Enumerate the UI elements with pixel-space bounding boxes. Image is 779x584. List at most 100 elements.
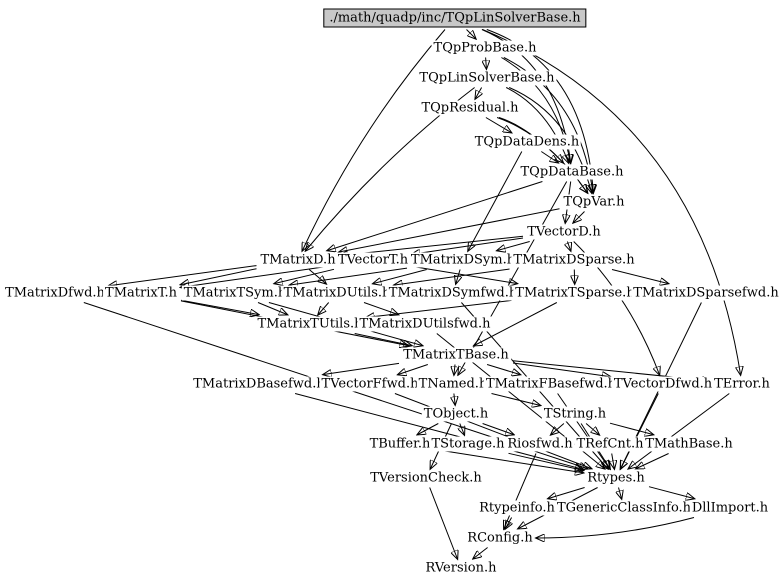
graph-node-matrixt[interactable]: TMatrixT.h <box>103 285 179 301</box>
include-edge <box>257 302 287 315</box>
include-edge <box>512 362 610 377</box>
include-edge <box>454 364 455 375</box>
include-edge <box>302 29 446 251</box>
include-edge <box>491 393 541 406</box>
graph-node-matrixdutils[interactable]: TMatrixDUtils.h <box>281 285 393 301</box>
include-edge <box>294 393 583 470</box>
include-edge <box>537 517 695 539</box>
include-edge <box>508 452 584 470</box>
include-edge <box>619 487 622 499</box>
include-edge <box>474 302 558 346</box>
graph-node-probbase[interactable]: TQpProbBase.h <box>431 40 539 56</box>
include-edge <box>363 302 398 315</box>
include-edge <box>275 268 335 283</box>
graph-root-node[interactable]: ./math/quadp/inc/TQpLinSolverBase.h <box>323 8 587 28</box>
graph-node-matrixtsparse[interactable]: TMatrixTSparse.h <box>513 285 637 301</box>
include-edge <box>180 299 258 314</box>
graph-node-database[interactable]: TQpDataBase.h <box>518 164 626 180</box>
include-edge <box>548 487 585 499</box>
graph-node-qpvar[interactable]: TQpVar.h <box>561 194 627 210</box>
include-edge <box>429 487 458 559</box>
include-edge <box>551 423 565 435</box>
include-edge <box>578 181 587 193</box>
include-edge <box>504 453 537 529</box>
include-edge <box>395 268 510 285</box>
graph-node-tstring[interactable]: TString.h <box>541 406 609 422</box>
include-edge <box>398 364 428 375</box>
include-edge <box>485 117 511 133</box>
graph-node-rversion[interactable]: RVersion.h <box>423 560 499 576</box>
graph-node-linsolver[interactable]: TQpLinSolverBase.h <box>417 70 557 86</box>
include-edge <box>354 333 412 346</box>
include-edge <box>636 453 669 469</box>
include-edge <box>418 423 439 435</box>
graph-node-tstorage[interactable]: TStorage.h <box>429 436 507 452</box>
include-edge <box>468 151 523 251</box>
include-edge <box>486 29 594 193</box>
graph-node-tbuffer[interactable]: TBuffer.h <box>367 436 433 452</box>
include-edge <box>612 453 615 469</box>
graph-node-matrixd[interactable]: TMatrixD.h <box>258 252 338 268</box>
include-edge <box>367 299 512 317</box>
include-edge <box>557 393 610 469</box>
include-edge <box>473 547 488 559</box>
graph-node-matrixdsym[interactable]: TMatrixDSym.h <box>408 252 518 268</box>
graph-node-matrixdfwd[interactable]: TMatrixDfwd.h <box>3 285 107 301</box>
graph-node-residual[interactable]: TQpResidual.h <box>419 100 521 116</box>
graph-node-tobject[interactable]: TObject.h <box>421 406 491 422</box>
graph-node-matrixtsym[interactable]: TMatrixTSym.h <box>181 285 289 301</box>
include-edge <box>486 57 487 69</box>
include-edge <box>411 265 517 283</box>
graph-node-vectord[interactable]: TVectorD.h <box>525 224 603 240</box>
graph-node-matrixdsparsefwd[interactable]: TMatrixDSparsefwd.h <box>631 285 779 301</box>
include-edge <box>486 364 520 375</box>
include-edge <box>328 181 543 251</box>
include-edge <box>648 486 694 499</box>
include-edge <box>585 423 599 435</box>
graph-node-matrixdsymfwd[interactable]: TMatrixDSymfwd.h <box>386 285 520 301</box>
graph-node-trefcnt[interactable]: TRefCnt.h <box>574 436 646 452</box>
graph-node-matrixtbase[interactable]: TMatrixTBase.h <box>401 347 511 363</box>
include-edge <box>505 87 568 163</box>
include-edge <box>340 208 560 252</box>
include-edge <box>290 267 408 285</box>
include-edge <box>497 241 530 251</box>
graph-node-vectorffwd[interactable]: TVectorFfwd.h <box>319 376 421 392</box>
graph-node-named[interactable]: TNamed.h <box>416 376 490 392</box>
include-edge <box>482 423 514 435</box>
include-edge <box>318 302 330 315</box>
graph-node-terror[interactable]: TError.h <box>712 376 772 392</box>
graph-node-tversioncheck[interactable]: TVersionCheck.h <box>368 470 484 486</box>
include-edge <box>109 265 257 286</box>
include-edge <box>466 29 476 39</box>
graph-node-dllimport[interactable]: DllImport.h <box>689 500 771 516</box>
graph-node-tmathbase[interactable]: TMathBase.h <box>643 436 735 452</box>
include-edge <box>567 241 570 251</box>
include-edge <box>629 393 730 469</box>
graph-node-matrixtutils[interactable]: TMatrixTUtils.h <box>255 316 365 332</box>
graph-node-riosfwd[interactable]: Riosfwd.h <box>505 436 575 452</box>
include-edge <box>454 393 455 405</box>
graph-node-rconfig[interactable]: RConfig.h <box>465 530 535 546</box>
graph-node-matrixdbasefwd[interactable]: TMatrixDBasefwd.h <box>191 376 327 392</box>
graph-node-datadens[interactable]: TQpDataDens.h <box>472 134 582 150</box>
include-edge <box>609 422 653 434</box>
include-edge <box>324 362 400 374</box>
graph-node-matrixfbasefwd[interactable]: TMatrixFBasefwd.h <box>483 376 619 392</box>
include-edge <box>505 517 511 529</box>
graph-node-matrixdutilsfwd[interactable]: TMatrixDUtilsfwd.h <box>357 316 493 332</box>
graph-node-vectort[interactable]: TVectorT.h <box>335 252 411 268</box>
include-edge <box>181 265 335 288</box>
graph-node-tgenericclassinfo[interactable]: TGenericClassInfo.h <box>554 500 694 516</box>
graph-node-matrixdsparse[interactable]: TMatrixDSparse.h <box>511 252 637 268</box>
graph-node-rtypes[interactable]: Rtypes.h <box>585 470 647 486</box>
include-edge <box>611 269 668 284</box>
include-edge <box>460 423 464 435</box>
include-edge <box>434 448 584 472</box>
include-edge <box>394 393 591 469</box>
include-edge <box>373 269 427 284</box>
graph-node-rtypeinfo[interactable]: Rtypeinfo.h <box>477 500 557 516</box>
include-edge <box>541 151 558 163</box>
graph-node-vectordfwd[interactable]: TVectorDfwd.h <box>611 376 715 392</box>
